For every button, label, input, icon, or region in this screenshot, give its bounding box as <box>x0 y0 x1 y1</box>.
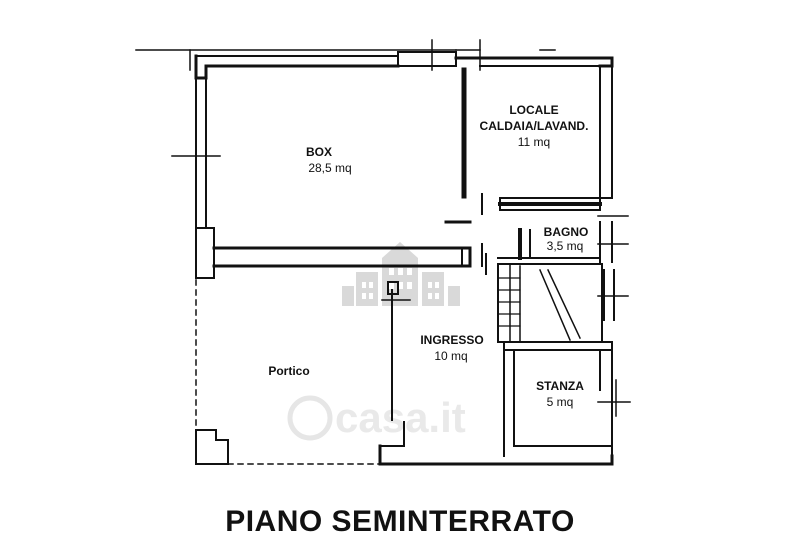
portico-label: Portico <box>268 364 309 378</box>
ingresso-area: 10 mq <box>434 349 467 363</box>
box-area: 28,5 mq <box>308 161 351 175</box>
plan-title: PIANO SEMINTERRATO <box>225 505 575 538</box>
locale-label-line2: CALDAIA/LAVAND. <box>480 119 589 133</box>
ingresso-label: INGRESSO <box>420 333 483 347</box>
walls <box>135 39 631 466</box>
box-label: BOX <box>306 145 332 159</box>
watermark-text: casa.it <box>287 394 466 441</box>
locale-label-line1: LOCALE <box>509 103 558 117</box>
bagno-area: 3,5 mq <box>547 239 584 253</box>
watermark-logo <box>342 242 460 306</box>
locale-area: 11 mq <box>518 135 550 149</box>
bagno-label: BAGNO <box>544 225 589 239</box>
stanza-area: 5 mq <box>547 395 574 409</box>
svg-text:casa.it: casa.it <box>335 394 466 441</box>
stanza-label: STANZA <box>536 379 584 393</box>
